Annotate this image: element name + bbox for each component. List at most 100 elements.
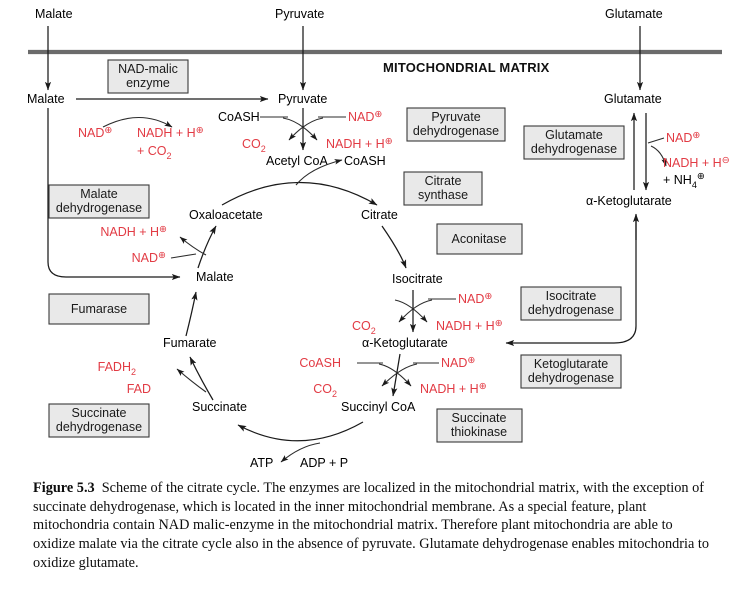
reaction-arrow-fumarate-to-malate bbox=[185, 291, 198, 337]
reaction-arrow-succinate-to-fumarate bbox=[189, 356, 214, 401]
cofactor-lead-nad-gdh bbox=[647, 137, 665, 144]
metabolite-glutamate-matrix: Glutamate bbox=[604, 92, 662, 106]
enzyme-label-line1: Malate bbox=[80, 187, 118, 201]
enzyme-label-line1: Citrate bbox=[425, 174, 462, 188]
cofactor-nad-kgdh-in: NAD⊕ bbox=[441, 355, 475, 370]
enzyme-box-succinate-dehydrogenase: Succinate dehydrogenase bbox=[48, 403, 150, 438]
metabolite-succinate: Succinate bbox=[192, 400, 247, 414]
metabolite-fumarate: Fumarate bbox=[163, 336, 217, 350]
cofactor-arc-nad-to-nadh-mdh bbox=[179, 236, 207, 256]
cofactor-arc-malic-enzyme bbox=[102, 117, 173, 128]
enzyme-label-line1: Glutamate bbox=[545, 128, 603, 142]
enzyme-box-pyruvate-dehydrogenase: Pyruvate dehydrogenase bbox=[406, 107, 506, 142]
enzyme-label-line2: synthase bbox=[418, 188, 468, 202]
cofactor-nadh-mdh-out: NADH + H⊕ bbox=[100, 224, 167, 239]
cofactor-nad-malic-substrate: NAD⊕ bbox=[78, 125, 112, 140]
cofactor-coash-kgdh-in: CoASH bbox=[299, 356, 341, 370]
cofactor-nad-malic-products: NADH + H⊕ + CO2 bbox=[137, 125, 204, 161]
enzyme-label-line1: Fumarase bbox=[71, 302, 127, 316]
metabolite-acetyl-coa: Acetyl CoA bbox=[266, 154, 328, 168]
cofactor-ammonium-gdh-out: + NH4⊕ bbox=[663, 171, 705, 190]
cofactor-nad-gdh-in: NAD⊕ bbox=[666, 130, 700, 145]
enzyme-box-citrate-synthase: Citrate synthase bbox=[403, 171, 483, 206]
cofactor-cross-pdh-b bbox=[288, 117, 324, 141]
enzyme-box-succinate-thiokinase: Succinate thiokinase bbox=[436, 408, 523, 443]
svg-text:NAD⊕: NAD⊕ bbox=[78, 125, 112, 140]
enzyme-label-line1: Aconitase bbox=[452, 232, 507, 246]
enzyme-label-line2: dehydrogenase bbox=[56, 420, 142, 434]
cofactor-co2-icdh-out: CO2 bbox=[352, 319, 376, 336]
cofactor-nadh-pdh-out: NADH + H⊕ bbox=[326, 136, 393, 151]
cofactor-coash-cs-out: CoASH bbox=[344, 154, 386, 168]
enzyme-box-glutamate-dehydrogenase: Glutamate dehydrogenase bbox=[523, 125, 625, 160]
cofactor-nad-icdh-in: NAD⊕ bbox=[458, 291, 492, 306]
cofactor-arc-coash-out bbox=[295, 159, 343, 186]
enzyme-label-line1: Isocitrate bbox=[546, 289, 597, 303]
metabolite-adp-p: ADP + P bbox=[300, 456, 348, 470]
cofactor-co2-pdh-out: CO2 bbox=[242, 137, 266, 154]
reaction-arc-succinylcoa-to-succinate bbox=[237, 421, 364, 442]
svg-text:+ CO2: + CO2 bbox=[137, 144, 172, 161]
metabolite-alpha-ketoglutarate-cycle: α-Ketoglutarate bbox=[362, 336, 448, 350]
bypass-arrow-malate-to-cycle bbox=[47, 108, 181, 281]
enzyme-box-isocitrate-dehydrogenase: Isocitrate dehydrogenase bbox=[520, 286, 622, 321]
metabolite-pyruvate-matrix: Pyruvate bbox=[278, 92, 327, 106]
enzyme-label-line1: Ketoglutarate bbox=[534, 357, 608, 371]
metabolite-atp: ATP bbox=[250, 456, 273, 470]
enzyme-label-line2: dehydrogenase bbox=[413, 124, 499, 138]
cofactor-fadh2: FADH2 bbox=[98, 360, 136, 377]
cofactor-nad-pdh-in: NAD⊕ bbox=[348, 109, 382, 124]
metabolite-citrate: Citrate bbox=[361, 208, 398, 222]
enzyme-label-line1: NAD-malic bbox=[118, 62, 178, 76]
cofactor-nadh-kgdh-out: NADH + H⊕ bbox=[420, 381, 487, 396]
reaction-arc-oxaloacetate-to-citrate bbox=[221, 181, 378, 206]
enzyme-label-line2: dehydrogenase bbox=[528, 303, 614, 317]
figure-caption-text: Scheme of the citrate cycle. The enzymes… bbox=[33, 480, 710, 571]
cofactor-nad-mdh-in: NAD⊕ bbox=[132, 250, 166, 265]
enzyme-label-line2: thiokinase bbox=[451, 425, 507, 439]
cofactor-coash-pdh-in: CoASH bbox=[218, 110, 260, 124]
metabolite-glutamate-cytosol: Glutamate bbox=[605, 7, 663, 21]
cofactor-cross-icdh-a bbox=[398, 299, 433, 323]
metabolite-alpha-ketoglutarate-right: α-Ketoglutarate bbox=[586, 194, 672, 208]
cofactor-arc-fad-to-fadh2 bbox=[176, 368, 207, 393]
enzyme-box-malate-dehydrogenase: Malate dehydrogenase bbox=[48, 184, 150, 219]
metabolite-pyruvate-cytosol: Pyruvate bbox=[275, 7, 324, 21]
reaction-arrow-akg-to-succinylcoa bbox=[391, 353, 401, 397]
metabolite-succinyl-coa: Succinyl CoA bbox=[341, 400, 416, 414]
enzyme-label-line1: Succinate bbox=[452, 411, 507, 425]
citrate-cycle-diagram: MITOCHONDRIAL MATRIX Malate Pyruvate Glu… bbox=[27, 7, 730, 470]
enzyme-box-fumarase: Fumarase bbox=[48, 293, 150, 325]
cofactor-cross-pdh-a bbox=[282, 117, 318, 141]
cofactor-lead-nad-mdh bbox=[170, 253, 197, 259]
metabolite-isocitrate: Isocitrate bbox=[392, 272, 443, 286]
metabolite-malate-cytosol: Malate bbox=[35, 7, 73, 21]
enzyme-label-line2: dehydrogenase bbox=[531, 142, 617, 156]
matrix-label: MITOCHONDRIAL MATRIX bbox=[383, 60, 550, 75]
cofactor-co2-kgdh-out: CO2 bbox=[313, 382, 337, 399]
cofactor-fad: FAD bbox=[127, 382, 151, 396]
enzyme-label-line2: dehydrogenase bbox=[56, 201, 142, 215]
cofactor-nadh-icdh-out: NADH + H⊕ bbox=[436, 318, 503, 333]
svg-text:NADH + H⊕: NADH + H⊕ bbox=[137, 125, 204, 140]
cofactor-cross-kgdh-b bbox=[378, 363, 412, 387]
cofactor-arc-atp-out bbox=[280, 442, 321, 463]
enzyme-label-line1: Pyruvate bbox=[431, 110, 480, 124]
figure-number: Figure 5.3 bbox=[33, 480, 95, 496]
reaction-arrow-citrate-to-isocitrate bbox=[381, 225, 407, 269]
cofactor-cross-kgdh-a bbox=[381, 363, 418, 387]
enzyme-box-nad-malic-enzyme: NAD-malic enzyme bbox=[107, 59, 189, 94]
cofactor-nadh-gdh-out: NADH + H⊖ bbox=[663, 155, 730, 170]
enzyme-label-line2: enzyme bbox=[126, 76, 170, 90]
cofactor-arc-gdh bbox=[650, 145, 667, 167]
enzyme-box-aconitase: Aconitase bbox=[436, 223, 523, 255]
reaction-arrow-malate-to-oxaloacetate bbox=[197, 225, 217, 269]
enzyme-label-line1: Succinate bbox=[72, 406, 127, 420]
metabolite-oxaloacetate: Oxaloacetate bbox=[189, 208, 263, 222]
enzyme-label-line2: dehydrogenase bbox=[528, 371, 614, 385]
metabolite-malate-cycle: Malate bbox=[196, 270, 234, 284]
right-link-arrow-into-cycle bbox=[505, 288, 637, 347]
cofactor-cross-icdh-b bbox=[394, 299, 428, 323]
